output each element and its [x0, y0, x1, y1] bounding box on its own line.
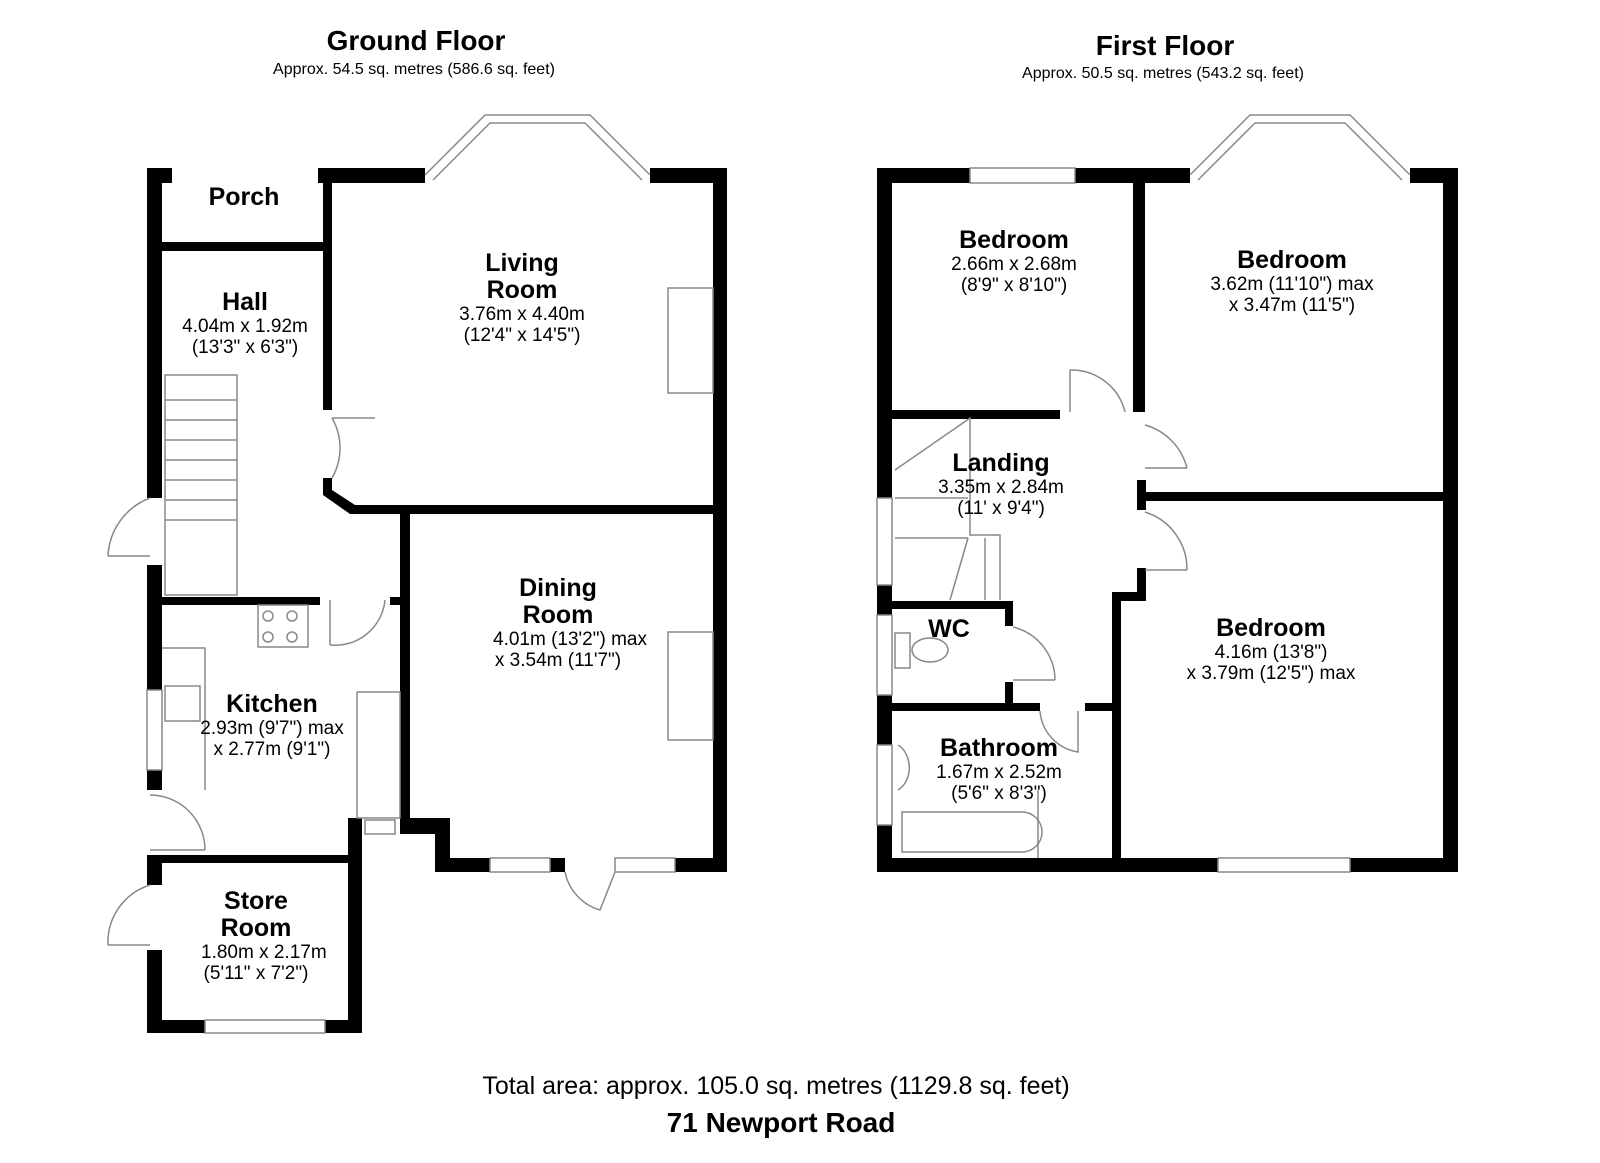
room-landing: Landing 3.35m x 2.84m (11' x 9'4") — [938, 449, 1064, 520]
total-area: Total area: approx. 105.0 sq. metres (11… — [482, 1072, 1070, 1100]
room-dims-imperial: (5'11" x 7'2") — [203, 963, 309, 984]
room-dims-imperial: (8'9" x 8'10") — [960, 275, 1068, 296]
room-bedroom-2: Bedroom 3.62m (11'10") max x 3.47m (11'5… — [1210, 246, 1374, 317]
room-dims-imperial: (5'6" x 8'3") — [951, 783, 1047, 804]
room-name: Bedroom — [959, 226, 1069, 254]
room-name: Bedroom — [1216, 614, 1326, 642]
room-bedroom-3: Bedroom 4.16m (13'8") x 3.79m (12'5") ma… — [1186, 614, 1356, 685]
first-floor-title: First Floor — [1095, 30, 1235, 61]
room-name: Porch — [208, 183, 280, 211]
room-bathroom: Bathroom 1.67m x 2.52m (5'6" x 8'3") — [936, 734, 1062, 805]
room-dims-imperial: x 3.47m (11'5") — [1228, 295, 1356, 316]
room-dims: 2.93m (9'7") max — [200, 718, 344, 739]
ground-floor-title: Ground Floor — [326, 25, 506, 56]
room-name: Bathroom — [939, 734, 1059, 762]
room-dims-imperial: (11' x 9'4") — [957, 498, 1045, 519]
room-hall: Hall 4.04m x 1.92m (13'3" x 6'3") — [182, 288, 308, 359]
room-name: Landing — [952, 449, 1050, 477]
room-wc: WC — [928, 616, 970, 643]
room-name: Living Room — [485, 249, 559, 304]
ground-floor-fixtures — [107, 114, 714, 1034]
room-dims-imperial: x 3.54m (11'7") — [494, 650, 622, 671]
property-address: 71 Newport Road — [666, 1107, 896, 1138]
first-floor-walls — [877, 168, 1458, 872]
room-name: Kitchen — [226, 690, 318, 718]
room-name: WC — [928, 615, 970, 643]
room-dims-imperial: (13'3" x 6'3") — [191, 337, 299, 358]
room-dining-room: Dining Room 4.01m (13'2") max x 3.54m (1… — [493, 574, 647, 672]
room-dims: 1.80m x 2.17m — [201, 942, 327, 963]
room-name: Store Room — [220, 887, 292, 942]
room-dims: 4.01m (13'2") max — [493, 629, 647, 650]
room-porch: Porch — [209, 184, 280, 211]
room-dims: 4.16m (13'8") — [1214, 642, 1328, 663]
room-dims: 1.67m x 2.52m — [936, 762, 1062, 783]
room-dims: 2.66m x 2.68m — [951, 254, 1077, 275]
ground-floor-area: Approx. 54.5 sq. metres (586.6 sq. feet) — [273, 61, 555, 78]
first-floor-area: Approx. 50.5 sq. metres (543.2 sq. feet) — [1022, 65, 1304, 82]
room-dims-imperial: (12'4" x 14'5") — [463, 325, 581, 346]
room-dims: 4.04m x 1.92m — [182, 316, 308, 337]
room-dims-imperial: x 3.79m (12'5") max — [1186, 663, 1356, 684]
room-dims: 3.76m x 4.40m — [459, 304, 585, 325]
ground-floor-walls — [147, 168, 727, 1033]
room-kitchen: Kitchen 2.93m (9'7") max x 2.77m (9'1") — [200, 690, 344, 761]
room-bedroom-1: Bedroom 2.66m x 2.68m (8'9" x 8'10") — [951, 226, 1077, 297]
room-dims: 3.62m (11'10") max — [1210, 274, 1374, 295]
room-store-room: Store Room 1.80m x 2.17m (5'11" x 7'2") — [201, 887, 327, 985]
room-name: Hall — [222, 288, 268, 316]
first-floor-fixtures — [876, 114, 1411, 873]
room-name: Bedroom — [1237, 246, 1347, 274]
room-living-room: Living Room 3.76m x 4.40m (12'4" x 14'5"… — [457, 249, 587, 347]
room-name: Dining Room — [519, 574, 597, 629]
room-dims-imperial: x 2.77m (9'1") — [213, 739, 331, 760]
room-dims: 3.35m x 2.84m — [938, 477, 1064, 498]
